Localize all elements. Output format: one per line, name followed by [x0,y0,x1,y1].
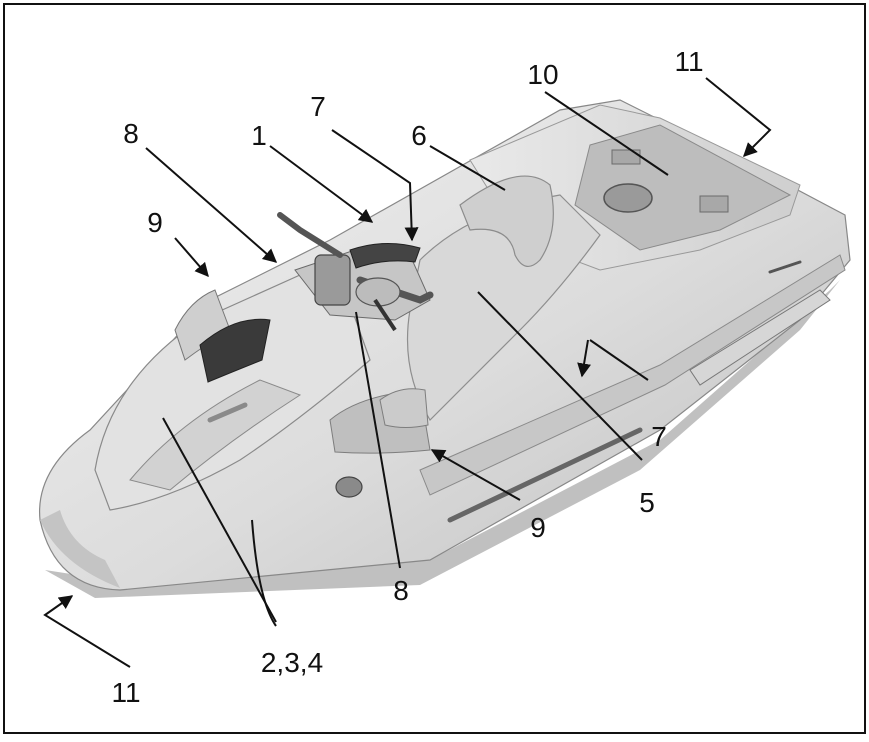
callout-1: 1 [251,120,267,151]
callout-11-top: 11 [674,46,703,77]
callout-9-top: 9 [147,207,163,238]
callout-11-bottom: 11 [111,677,140,708]
callout-2-3-4: 2,3,4 [261,647,323,678]
callout-6: 6 [411,120,427,151]
callout-9-side: 9 [530,512,546,543]
callout-10: 10 [527,59,558,90]
callout-5: 5 [639,487,655,518]
callout-7-top: 7 [310,91,326,122]
callout-8-top: 8 [123,118,139,149]
callout-8-bottom: 8 [393,575,409,606]
callout-7-side: 7 [651,421,667,452]
